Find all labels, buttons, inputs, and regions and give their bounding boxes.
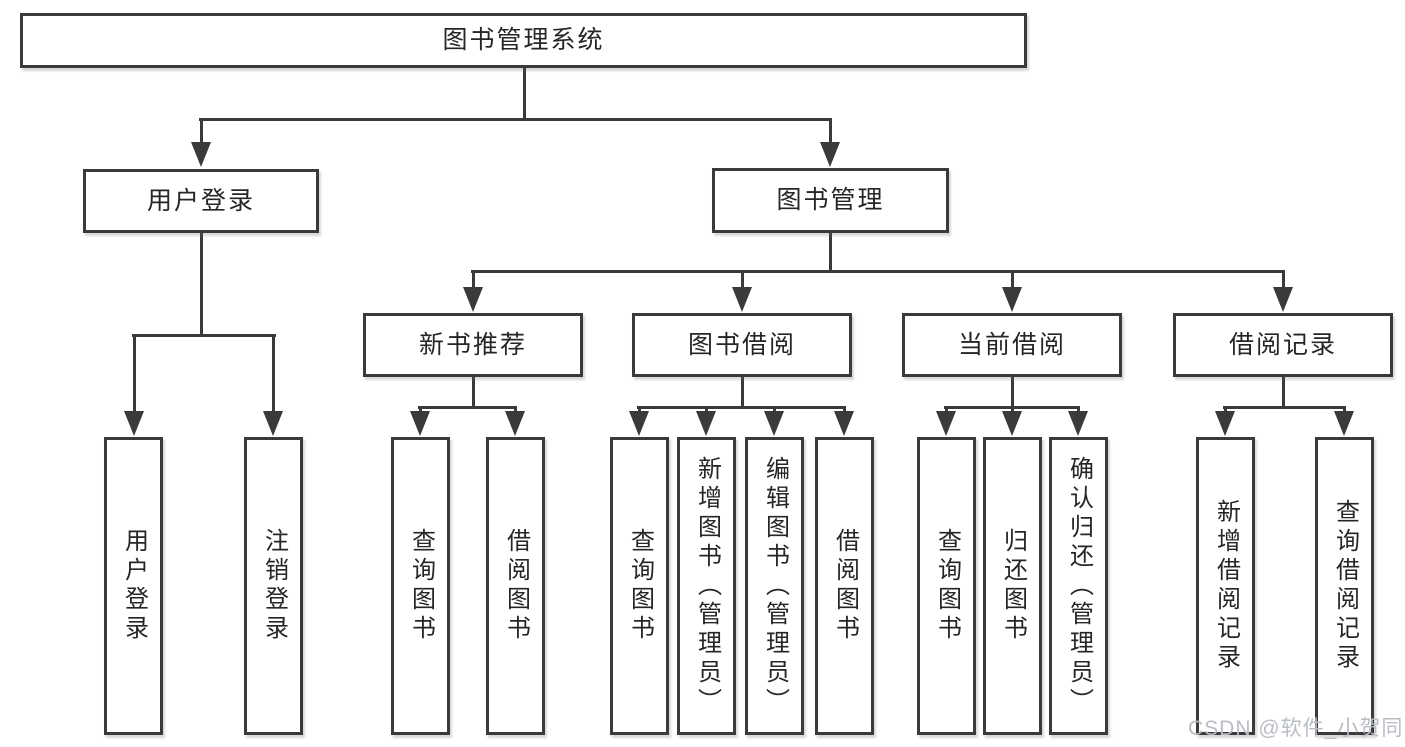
group-book-borrow-label: 图书借阅 <box>687 330 796 359</box>
branch-user-login-label: 用户登录 <box>146 186 255 215</box>
connector-line <box>1010 271 1014 291</box>
connector-line <box>740 377 744 408</box>
leaf-query-borrow-record: 查询借阅记录 <box>1315 437 1374 735</box>
connector-line <box>513 406 517 415</box>
branch-user-login: 用户登录 <box>83 169 319 233</box>
connector-line <box>1342 406 1346 415</box>
connector-line <box>418 406 422 415</box>
arrowhead-icon <box>834 411 854 436</box>
node-library-management-system: 图书管理系统 <box>20 13 1027 68</box>
watermark: CSDN @软件_小贺同学 <box>1188 717 1405 740</box>
arrowhead-icon <box>263 411 283 436</box>
leaf-query-books-recommend-label: 查询图书 <box>407 528 435 644</box>
leaf-add-book-admin-label: 新增图书（管理员） <box>693 455 721 717</box>
connector-line <box>637 406 641 415</box>
connector-line <box>418 406 517 409</box>
leaf-edit-book-admin-label: 编辑图书（管理员） <box>761 455 789 717</box>
connector-line <box>522 68 526 121</box>
connector-line <box>132 336 136 416</box>
group-borrow-records-label: 借阅记录 <box>1228 330 1337 359</box>
arrowhead-icon <box>936 411 956 436</box>
connector-line <box>199 118 832 121</box>
leaf-borrow-books-recommend: 借阅图书 <box>486 437 545 735</box>
leaf-query-books-borrow-label: 查询图书 <box>626 528 654 644</box>
arrowhead-icon <box>505 411 525 436</box>
leaf-query-borrow-record-label: 查询借阅记录 <box>1331 499 1359 673</box>
leaf-query-books-current-label: 查询图书 <box>933 528 961 644</box>
branch-book-management-label: 图书管理 <box>776 186 885 214</box>
group-book-borrow: 图书借阅 <box>632 313 852 377</box>
connector-line <box>704 406 708 415</box>
group-new-book-recommend: 新书推荐 <box>363 313 583 377</box>
node-library-management-system-label: 图书管理系统 <box>442 26 605 54</box>
arrowhead-icon <box>629 411 649 436</box>
branch-book-management: 图书管理 <box>712 168 949 233</box>
leaf-return-books: 归还图书 <box>983 437 1042 735</box>
arrowhead-icon <box>1215 411 1235 436</box>
connector-line <box>199 233 203 337</box>
leaf-query-books-borrow: 查询图书 <box>610 437 669 735</box>
connector-line <box>1076 406 1080 415</box>
arrowhead-icon <box>696 411 716 436</box>
connector-line <box>828 233 832 272</box>
leaf-logout-label: 注销登录 <box>260 528 288 644</box>
connector-line <box>1223 406 1227 415</box>
leaf-borrow-books-borrow: 借阅图书 <box>815 437 874 735</box>
leaf-add-book-admin: 新增图书（管理员） <box>677 437 736 735</box>
leaf-confirm-return-admin: 确认归还（管理员） <box>1049 437 1108 735</box>
connector-line <box>1281 377 1285 408</box>
connector-line <box>132 334 276 337</box>
arrowhead-icon <box>1334 411 1354 436</box>
leaf-query-books-recommend: 查询图书 <box>391 437 450 735</box>
arrowhead-icon <box>1273 287 1293 312</box>
connector-line <box>944 406 1080 409</box>
connector-line <box>637 406 846 409</box>
arrowhead-icon <box>732 287 752 312</box>
connector-line <box>1010 406 1014 415</box>
connector-line <box>772 406 776 415</box>
leaf-add-borrow-record: 新增借阅记录 <box>1196 437 1255 735</box>
connector-line <box>271 336 275 416</box>
leaf-query-books-current: 查询图书 <box>917 437 976 735</box>
leaf-borrow-books-borrow-label: 借阅图书 <box>831 528 859 644</box>
leaf-borrow-books-recommend-label: 借阅图书 <box>502 528 530 644</box>
connector-line <box>828 119 832 148</box>
group-current-borrow: 当前借阅 <box>902 313 1122 377</box>
connector-line <box>1010 377 1014 408</box>
group-new-book-recommend-label: 新书推荐 <box>418 330 527 359</box>
connector-line <box>1281 271 1285 291</box>
arrowhead-icon <box>820 142 840 167</box>
connector-line <box>471 271 475 291</box>
arrowhead-icon <box>1002 287 1022 312</box>
leaf-edit-book-admin: 编辑图书（管理员） <box>745 437 804 735</box>
connector-line <box>740 271 744 291</box>
leaf-user-login-label: 用户登录 <box>120 528 148 644</box>
arrowhead-icon <box>124 411 144 436</box>
arrowhead-icon <box>1068 411 1088 436</box>
group-borrow-records: 借阅记录 <box>1173 313 1393 377</box>
leaf-return-books-label: 归还图书 <box>999 528 1027 644</box>
leaf-confirm-return-admin-label: 确认归还（管理员） <box>1065 455 1093 717</box>
leaf-user-login: 用户登录 <box>104 437 163 735</box>
connector-line <box>944 406 948 415</box>
arrowhead-icon <box>191 142 211 167</box>
arrowhead-icon <box>764 411 784 436</box>
arrowhead-icon <box>1002 411 1022 436</box>
arrowhead-icon <box>463 287 483 312</box>
connector-line <box>471 377 475 408</box>
connector-line <box>199 119 203 148</box>
leaf-logout: 注销登录 <box>244 437 303 735</box>
arrowhead-icon <box>410 411 430 436</box>
leaf-add-borrow-record-label: 新增借阅记录 <box>1212 499 1240 673</box>
group-current-borrow-label: 当前借阅 <box>957 330 1066 359</box>
connector-line <box>471 270 1285 273</box>
connector-line <box>842 406 846 415</box>
connector-line <box>1223 406 1346 409</box>
